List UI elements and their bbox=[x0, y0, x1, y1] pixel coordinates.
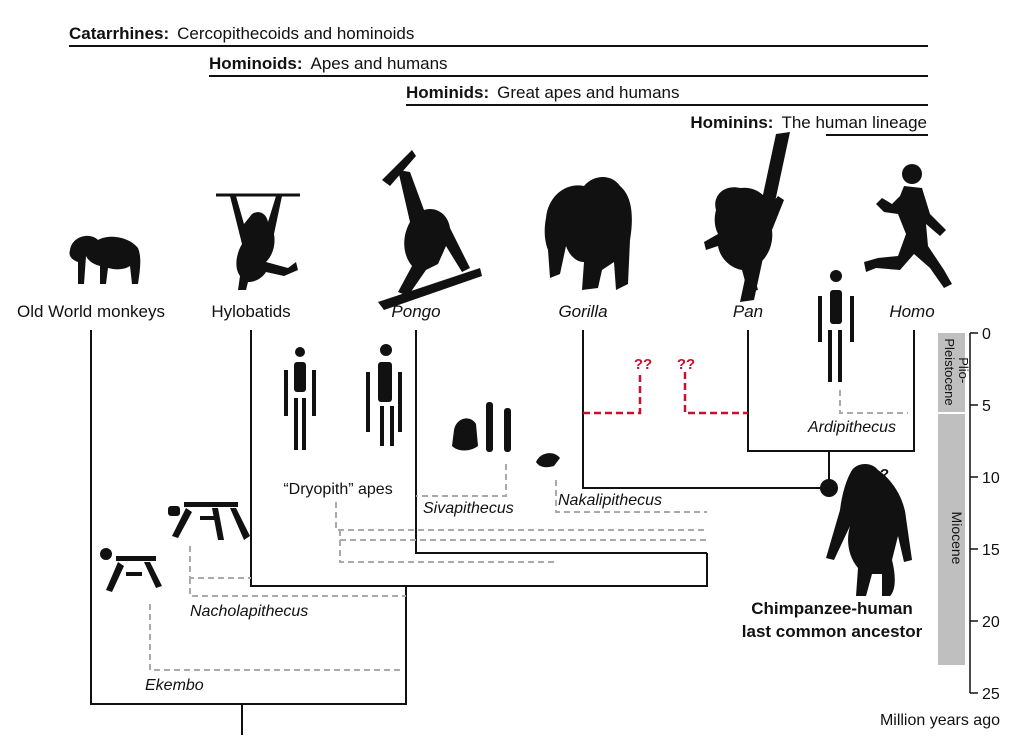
time-tick-label-5: 5 bbox=[982, 398, 991, 415]
dryopith-skeleton-1 bbox=[284, 347, 316, 450]
catarrhines-header: Catarrhines:Cercopithecoids and hominoid… bbox=[69, 24, 414, 43]
time-tick-label-20: 20 bbox=[982, 614, 1000, 631]
group-headers: Catarrhines:Cercopithecoids and hominoid… bbox=[69, 24, 928, 136]
uncertain-mark-gorilla: ?? bbox=[634, 356, 652, 373]
uncertain-branch-pan bbox=[683, 372, 748, 415]
lca-question-mark: ? bbox=[880, 466, 889, 483]
fossil-label-sivapithecus: Sivapithecus bbox=[423, 500, 514, 517]
taxon-label-pongo: Pongo bbox=[391, 302, 440, 321]
hominids-header: Hominids:Great apes and humans bbox=[406, 83, 680, 102]
taxon-label-gorilla: Gorilla bbox=[558, 302, 607, 321]
pongo-stem bbox=[415, 330, 707, 554]
human-silhouette bbox=[864, 164, 952, 288]
tree-lineages bbox=[90, 330, 915, 735]
hominoids-header: Hominoids:Apes and humans bbox=[209, 54, 448, 73]
dryopith-branch-a bbox=[335, 502, 707, 531]
nakalipithecus-branch bbox=[555, 480, 707, 513]
taxon-label-pan: Pan bbox=[733, 302, 763, 321]
dryopith-branch-c bbox=[339, 530, 556, 563]
sivapithecus-fossils bbox=[452, 402, 511, 452]
hominoid-node bbox=[250, 330, 708, 587]
taxon-label-hylobatids: Hylobatids bbox=[211, 302, 290, 321]
epoch-label-plio: Plio- Pleistocene bbox=[942, 338, 971, 405]
fossil-label-ekembo: Ekembo bbox=[145, 677, 204, 694]
chimpanzee-silhouette bbox=[704, 132, 790, 302]
taxon-labels: Old World monkeys Hylobatids Pongo Goril… bbox=[17, 302, 935, 321]
fossil-label-ardipithecus: Ardipithecus bbox=[807, 419, 896, 436]
time-tick-label-15: 15 bbox=[982, 542, 1000, 559]
ardipithecus-skeleton bbox=[818, 270, 854, 382]
time-tick-label-0: 0 bbox=[982, 326, 991, 343]
taxon-label-old-world-monkeys: Old World monkeys bbox=[17, 302, 165, 321]
catarrhine-node bbox=[90, 330, 407, 705]
uncertain-branches bbox=[583, 372, 748, 415]
nacholapithecus-branch-b bbox=[189, 578, 406, 597]
fossil-label-nacholapithecus: Nacholapithecus bbox=[190, 603, 308, 620]
lca-silhouette bbox=[826, 464, 912, 596]
lca-label-line1: Chimpanzee-human bbox=[751, 599, 913, 618]
time-tick-label-10: 10 bbox=[982, 470, 1000, 487]
time-ticks: 0 5 10 15 20 25 bbox=[970, 326, 1000, 703]
pan-homo-node bbox=[747, 330, 915, 452]
nacholapithecus-branch-a bbox=[189, 546, 251, 579]
fossil-skeletons bbox=[100, 270, 912, 596]
hominins-header: Hominins:The human lineage bbox=[690, 113, 927, 132]
fossil-label-nakalipithecus: Nakalipithecus bbox=[558, 492, 662, 509]
nacholapithecus-skeleton bbox=[168, 502, 250, 540]
gorilla-node bbox=[582, 330, 829, 489]
lca-node-marker bbox=[820, 479, 838, 497]
fossil-label-dryopith: “Dryopith” apes bbox=[283, 481, 392, 498]
time-tick-label-25: 25 bbox=[982, 686, 1000, 703]
uncertain-mark-pan: ?? bbox=[677, 356, 695, 373]
ekembo-branch bbox=[149, 604, 404, 671]
lca-label-line2: last common ancestor bbox=[742, 622, 923, 641]
plio-pleistocene-band bbox=[938, 333, 965, 412]
taxon-label-homo: Homo bbox=[889, 302, 934, 321]
ardipithecus-branch bbox=[839, 390, 908, 414]
epoch-label-miocene: Miocene bbox=[949, 512, 965, 565]
miocene-band bbox=[938, 414, 965, 665]
time-axis-unit: Million years ago bbox=[880, 712, 1000, 729]
silhouettes bbox=[69, 132, 952, 310]
nakalipithecus-jaw bbox=[536, 453, 560, 468]
time-scale: 0 5 10 15 20 25 Plio- Pleistocene Miocene Mil… bbox=[880, 326, 1000, 729]
fossil-branches bbox=[149, 390, 908, 671]
fossil-labels: “Dryopith” apes Sivapithecus Nakalipithe… bbox=[145, 419, 896, 694]
dryopith-skeleton-2 bbox=[366, 344, 402, 446]
orangutan-silhouette bbox=[378, 150, 482, 310]
ekembo-skeleton bbox=[100, 548, 162, 592]
gorilla-silhouette bbox=[544, 177, 632, 290]
sivapithecus-branch bbox=[416, 464, 507, 497]
uncertain-branch-gorilla bbox=[583, 372, 642, 415]
gibbon-silhouette bbox=[216, 193, 300, 290]
monkey-silhouette bbox=[69, 235, 141, 284]
